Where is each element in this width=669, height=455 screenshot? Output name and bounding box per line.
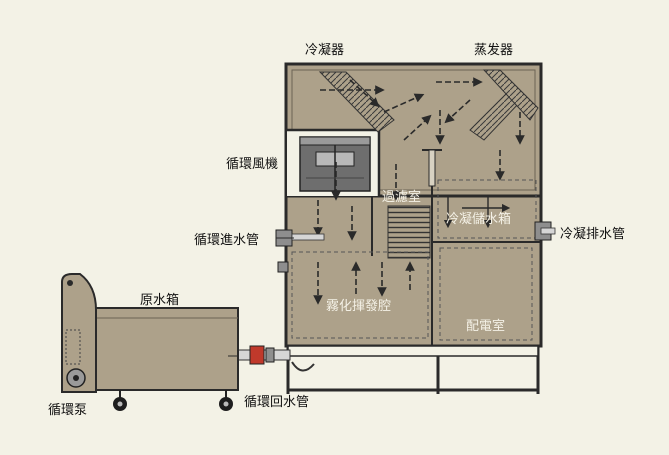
label-circulation-inlet-pipe: 循環進水管 [194,233,259,248]
stand-top-band [287,345,539,357]
evaporator-coil-right [482,69,539,121]
label-condenser: 冷凝器 [305,42,344,58]
label-atomize-chamber: 霧化揮發腔 [326,299,391,314]
label-circulation-return-pipe: 循環回水管 [244,395,309,410]
tank-wheels [113,390,233,411]
airflow-arrows [313,77,525,305]
condensate-drain-pipe [534,221,556,241]
label-circulation-fan: 循環風機 [226,157,278,172]
circulation-return-pipe [237,345,315,372]
leader-lines [228,237,294,357]
label-circulation-pump: 循環泵 [48,403,87,418]
water-flow-arrows [443,196,511,229]
condenser-coil [318,71,395,133]
label-electric-room: 配電室 [466,318,505,334]
circulation-pump [61,273,97,393]
storage-dashed-outline [437,179,537,239]
circulation-fan [299,136,371,192]
label-evaporator: 蒸发器 [474,42,513,58]
source-tank [91,307,239,391]
label-condensate-drain-pipe: 冷凝排水管 [560,226,625,242]
label-source-tank: 原水箱 [140,292,179,308]
label-filter-room: 過濾室 [382,189,421,205]
internal-pipe [428,149,436,187]
electric-dashed-outline [439,247,533,341]
filter-coil [387,205,431,259]
atomize-dashed-outline [291,251,429,339]
label-condensate-storage-tank: 冷凝儲水箱 [446,211,511,227]
